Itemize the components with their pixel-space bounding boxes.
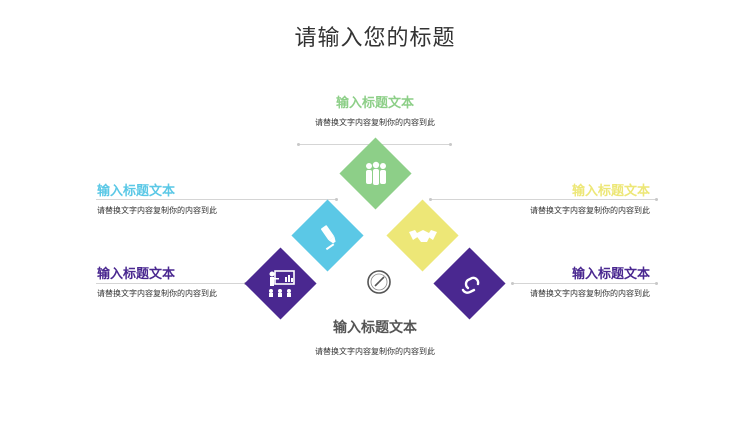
connector-dot	[335, 198, 338, 201]
left-lower-text-block: 输入标题文本 请替换文字内容复制你的内容到此	[97, 263, 277, 299]
top-description: 请替换文字内容复制你的内容到此	[315, 118, 435, 127]
bottom-text-block: 输入标题文本 请替换文字内容复制你的内容到此	[275, 317, 475, 357]
right-upper-heading: 输入标题文本	[571, 184, 650, 199]
clock-icon	[366, 269, 392, 295]
team-icon	[358, 156, 394, 192]
left-upper-description: 请替换文字内容复制你的内容到此	[97, 206, 217, 215]
connector-dot	[449, 143, 452, 146]
connector-dot	[297, 143, 300, 146]
left-lower-heading: 输入标题文本	[97, 267, 176, 282]
connector-dot	[511, 282, 514, 285]
right-lower-text-block: 输入标题文本 请替换文字内容复制你的内容到此	[470, 263, 650, 299]
highlighter-icon	[310, 218, 346, 254]
bottom-heading: 输入标题文本	[333, 320, 417, 336]
left-upper-connector-line	[96, 199, 336, 200]
top-text-block: 输入标题文本 请替换文字内容复制你的内容到此	[275, 92, 475, 128]
handshake-icon	[405, 218, 441, 254]
connector-dot	[655, 198, 658, 201]
right-upper-text-block: 输入标题文本 请替换文字内容复制你的内容到此	[470, 180, 650, 216]
right-lower-heading: 输入标题文本	[571, 267, 650, 282]
right-lower-connector-line	[512, 283, 658, 284]
right-upper-description: 请替换文字内容复制你的内容到此	[530, 206, 650, 215]
bottom-description: 请替换文字内容复制你的内容到此	[315, 347, 435, 356]
page-title: 请输入您的标题	[294, 26, 456, 51]
left-upper-heading: 输入标题文本	[97, 184, 176, 199]
left-lower-description: 请替换文字内容复制你的内容到此	[97, 289, 217, 298]
left-upper-text-block: 输入标题文本 请替换文字内容复制你的内容到此	[97, 180, 277, 216]
top-heading: 输入标题文本	[335, 96, 414, 111]
right-lower-description: 请替换文字内容复制你的内容到此	[530, 289, 650, 298]
connector-dot	[655, 282, 658, 285]
presentation-icon	[263, 266, 299, 302]
left-lower-connector-line	[96, 283, 246, 284]
connector-dot	[429, 198, 432, 201]
link-icon	[452, 266, 488, 302]
right-upper-connector-line	[430, 199, 658, 200]
